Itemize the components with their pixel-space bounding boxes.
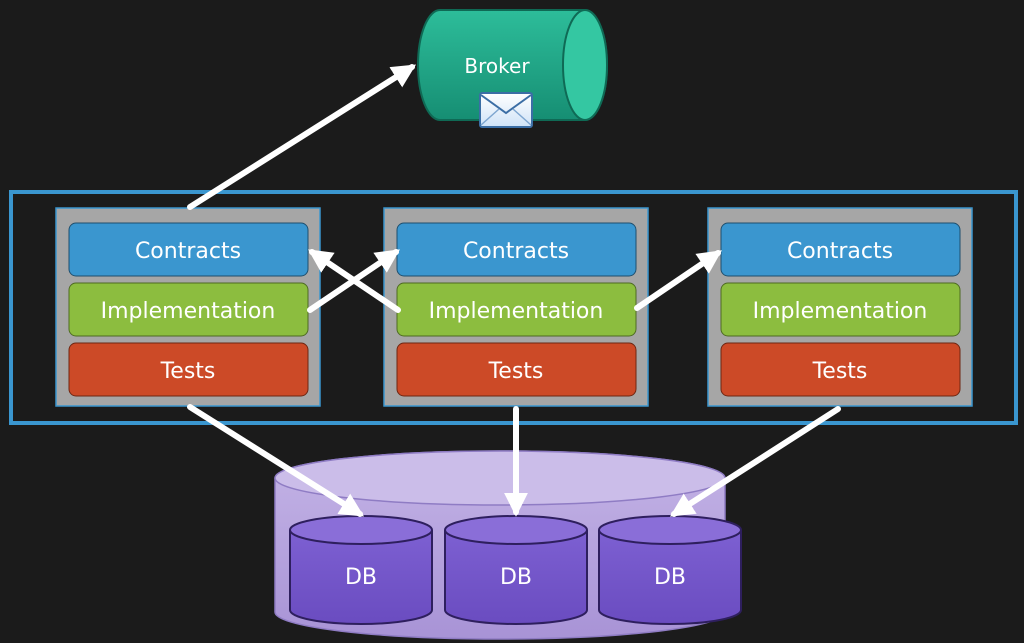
tests-label: Tests xyxy=(488,359,544,384)
tests-label: Tests xyxy=(160,359,216,384)
database: DB xyxy=(289,515,433,625)
service-module: Contracts Implementation Tests xyxy=(707,207,973,407)
contracts-label: Contracts xyxy=(135,239,241,264)
arrow-tests3-to-db3 xyxy=(669,406,841,517)
contracts-block xyxy=(68,222,309,277)
database: DB xyxy=(598,515,742,625)
implementation-label: Implementation xyxy=(429,299,604,324)
service-module: Contracts Implementation Tests xyxy=(383,207,649,407)
db-label: DB xyxy=(500,565,532,590)
db-label: DB xyxy=(345,565,377,590)
database: DB xyxy=(444,515,588,625)
tests-block xyxy=(68,342,309,397)
contracts-label: Contracts xyxy=(463,239,569,264)
arrow-impl1-to-contracts2 xyxy=(307,249,400,313)
implementation-block xyxy=(720,282,961,337)
contracts-label: Contracts xyxy=(787,239,893,264)
arrow-module1-to-broker xyxy=(187,64,417,210)
contracts-block xyxy=(720,222,961,277)
tests-block xyxy=(396,342,637,397)
service-module: Contracts Implementation Tests xyxy=(55,207,321,407)
broker: Broker xyxy=(417,9,608,128)
broker-label: Broker xyxy=(464,54,530,78)
tests-label: Tests xyxy=(812,359,868,384)
db-label: DB xyxy=(654,565,686,590)
arrow-tests1-to-db1 xyxy=(187,404,365,517)
implementation-label: Implementation xyxy=(753,299,928,324)
envelope-icon xyxy=(479,92,533,128)
arrow-impl2-to-contracts3 xyxy=(634,250,722,311)
tests-block xyxy=(720,342,961,397)
implementation-label: Implementation xyxy=(101,299,276,324)
